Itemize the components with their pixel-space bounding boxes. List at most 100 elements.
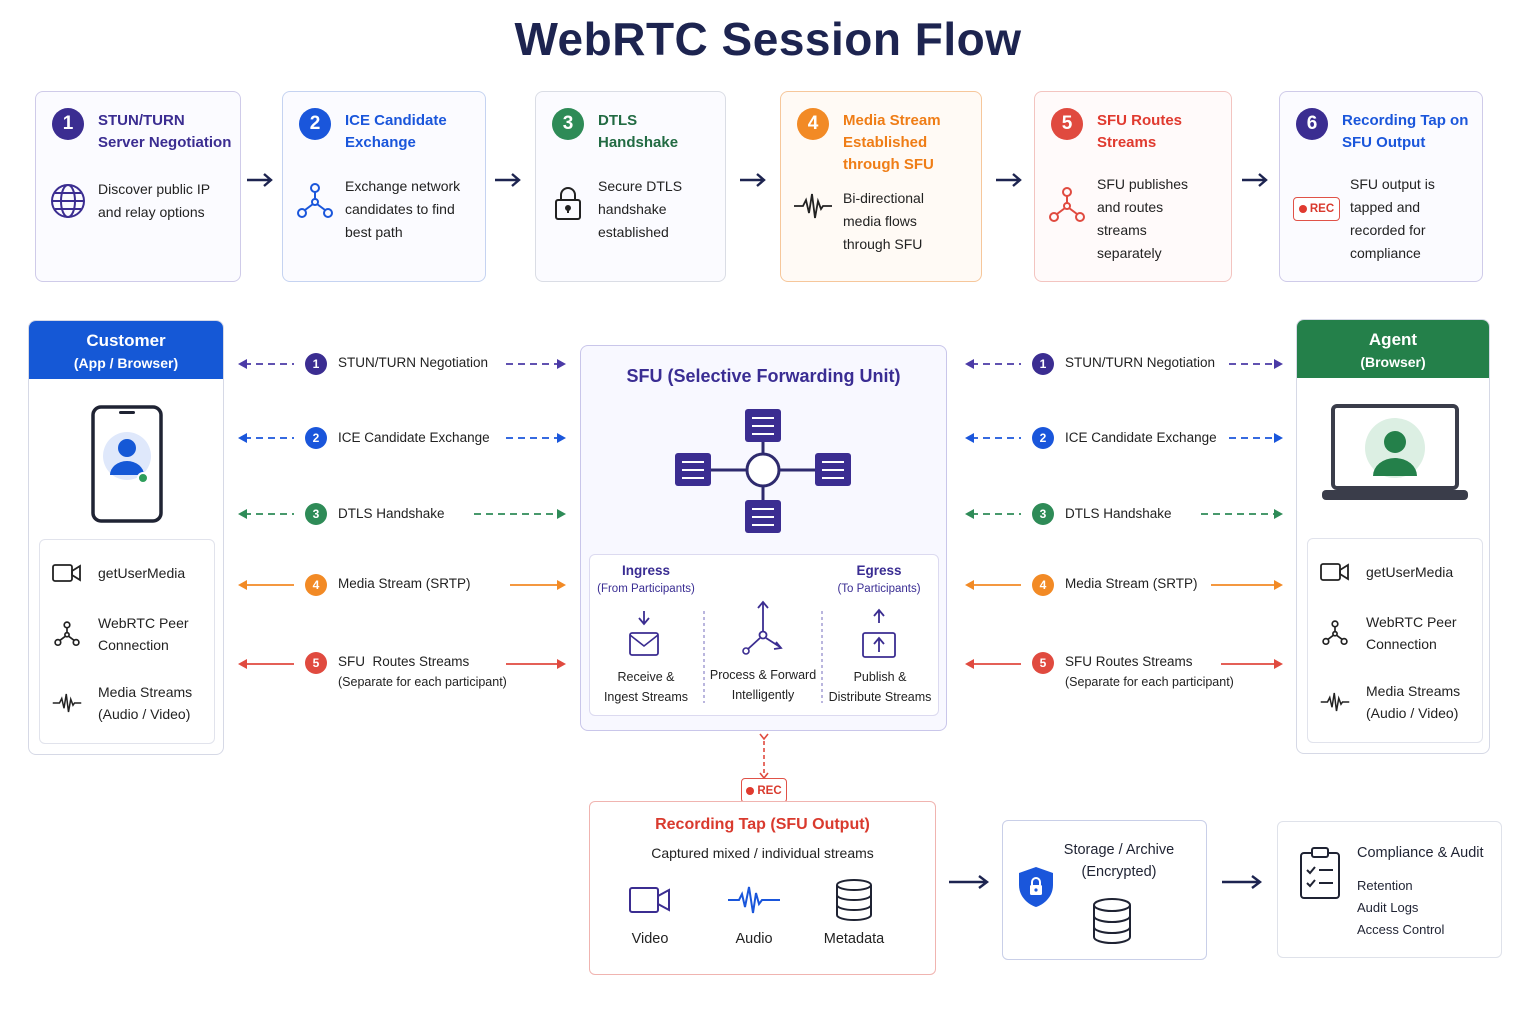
network-icon	[1320, 618, 1350, 648]
camera-icon	[1320, 557, 1350, 587]
sfu-pipeline: Ingress (From Participants) Egress (To P…	[589, 554, 939, 716]
recording-title: Recording Tap (SFU Output)	[655, 816, 870, 833]
sfu-title: SFU (Selective Forwarding Unit)	[626, 366, 901, 386]
flow-number: 1	[1032, 353, 1054, 375]
storage-archive-box: Storage / Archive(Encrypted)	[1002, 820, 1207, 960]
flow-number: 4	[1032, 574, 1054, 596]
agent-panel: Agent (Browser) getUserMedia WebRTC Peer…	[1296, 319, 1490, 754]
recording-item-metadata: Metadata	[814, 879, 894, 947]
compliance-title: Compliance & Audit	[1357, 845, 1484, 861]
ingress-label: Ingress	[621, 563, 671, 578]
step-arrow	[495, 173, 521, 187]
flow-sublabel: (Separate for each participant)	[338, 675, 507, 689]
flow-number: 5	[1032, 652, 1054, 674]
database-icon	[1091, 897, 1133, 950]
ingress-sublabel: (From Participants)	[597, 583, 695, 595]
storage-label: Storage / Archive(Encrypted)	[1063, 842, 1175, 880]
right-flow-arrows	[965, 359, 1283, 669]
laptop-icon	[1321, 402, 1469, 509]
receive-label: Receive &Ingest Streams	[603, 670, 689, 704]
recording-tap-box: Recording Tap (SFU Output) Captured mixe…	[589, 801, 936, 975]
publish-label: Publish &Distribute Streams	[828, 670, 932, 704]
flow-label: STUN/TURN Negotiation	[1065, 355, 1216, 370]
flow-number: 5	[305, 652, 327, 674]
compliance-items: Retention Audit Logs Access Control	[1357, 878, 1445, 937]
feature-media-streams: Media Streams(Audio / Video)	[52, 681, 192, 725]
waveform-icon	[1320, 687, 1350, 717]
waveform-icon	[793, 186, 833, 226]
lock-icon	[548, 183, 588, 223]
recording-subtitle: Captured mixed / individual streams	[651, 845, 874, 861]
left-flow-arrows	[238, 359, 566, 669]
flow-label: DTLS Handshake	[338, 506, 445, 521]
step-number: 2	[299, 108, 331, 140]
step-number: 4	[797, 108, 829, 140]
compliance-audit-box: Compliance & Audit Retention Audit Logs …	[1277, 821, 1502, 958]
waveform-icon	[52, 688, 82, 718]
step-arrow	[740, 173, 766, 187]
page-title: WebRTC Session Flow	[514, 13, 1022, 65]
video-icon	[629, 887, 670, 913]
step-arrow	[996, 173, 1022, 187]
flow-label: SFU Routes Streams	[338, 654, 470, 669]
flow-number: 2	[305, 427, 327, 449]
customer-header: Customer (App / Browser)	[29, 321, 223, 379]
flow-label: Media Stream (SRTP)	[338, 576, 471, 591]
sfu-box: SFU (Selective Forwarding Unit) Ingr	[580, 345, 947, 731]
recording-connector	[759, 733, 769, 780]
step-arrow	[1242, 173, 1268, 187]
step-number: 5	[1051, 108, 1083, 140]
flow-number: 1	[305, 353, 327, 375]
database-icon	[836, 879, 872, 921]
feature-getusermedia: getUserMedia	[1320, 557, 1453, 587]
checklist-icon	[1299, 846, 1341, 905]
phone-icon	[91, 405, 163, 528]
rec-badge: REC	[741, 778, 787, 803]
storage-arrow	[949, 875, 989, 889]
recording-item-video: Video	[610, 884, 690, 947]
shield-lock-icon	[1017, 865, 1055, 914]
network-icon	[1047, 185, 1087, 225]
flow-label: ICE Candidate Exchange	[1065, 430, 1217, 445]
compliance-arrow	[1222, 875, 1262, 889]
recording-item-audio: Audio	[714, 884, 794, 947]
step-arrow	[247, 173, 273, 187]
flow-number: 4	[305, 574, 327, 596]
sfu-pipeline-graphics	[629, 600, 896, 703]
egress-sublabel: (To Participants)	[837, 583, 921, 595]
flow-label: STUN/TURN Negotiation	[338, 355, 489, 370]
agent-header: Agent (Browser)	[1297, 320, 1489, 378]
step-number: 3	[552, 108, 584, 140]
flow-label: SFU Routes Streams	[1065, 654, 1193, 669]
egress-label: Egress	[856, 563, 902, 578]
customer-panel: Customer (App / Browser) getUserMedia We…	[28, 320, 224, 755]
step-number: 6	[1296, 108, 1328, 140]
feature-getusermedia: getUserMedia	[52, 558, 185, 588]
step-number: 1	[52, 108, 84, 140]
flow-number: 3	[1032, 503, 1054, 525]
flow-label: DTLS Handshake	[1065, 506, 1172, 521]
camera-icon	[52, 558, 82, 588]
audio-waveform-icon	[728, 886, 780, 914]
